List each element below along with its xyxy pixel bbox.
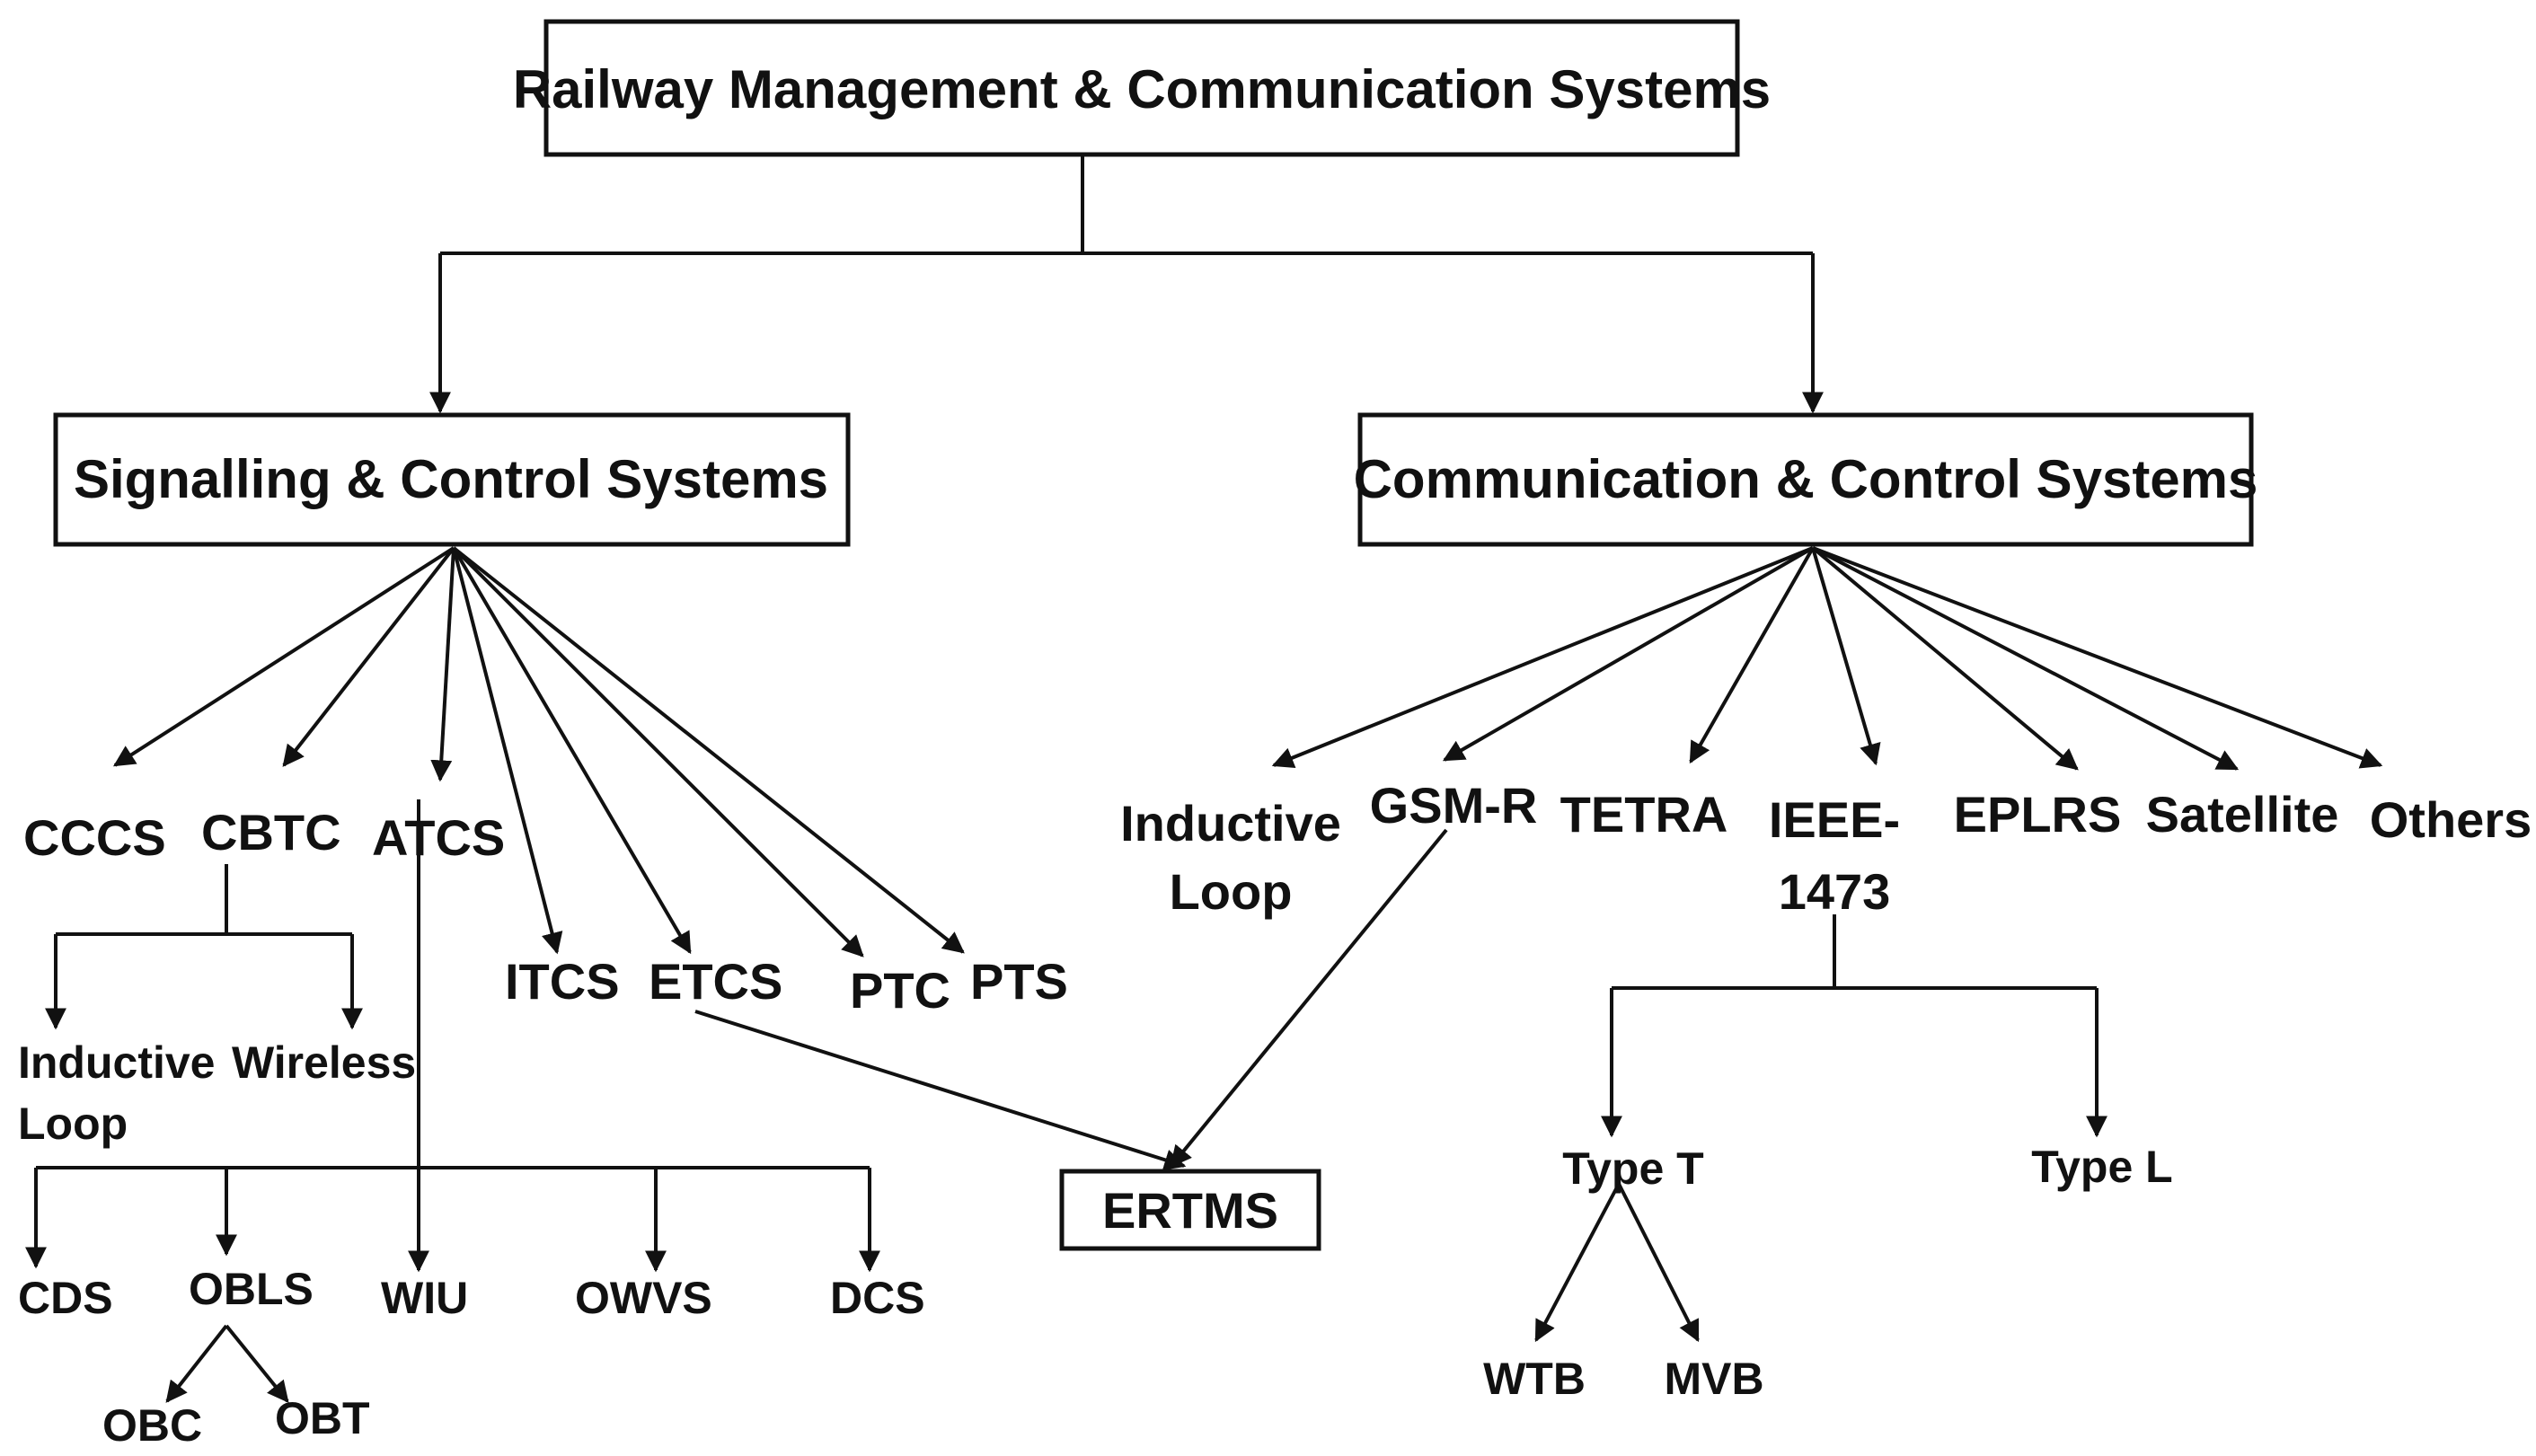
arrow-to-obc [165, 1324, 228, 1403]
arrow-to-tetra [1689, 547, 1815, 764]
label-others: Others [2370, 791, 2532, 848]
arrow-to-mvb [1617, 1183, 1700, 1343]
label-mvb: MVB [1664, 1354, 1763, 1404]
arrow-to-eplrs [1811, 546, 2079, 771]
label-cccs: CCCS [23, 809, 166, 866]
label-type-t: Type T [1562, 1143, 1703, 1194]
signalling-box [53, 412, 851, 547]
label-ertms: ERTMS [1102, 1182, 1278, 1239]
label-type-l: Type L [2031, 1142, 2172, 1192]
label-dcs: DCS [830, 1273, 925, 1323]
label-atcs: ATCS [372, 809, 505, 866]
arrow-to-obt [225, 1324, 289, 1403]
root-connector [440, 154, 1813, 255]
label-itcs: ITCS [505, 953, 620, 1010]
label-cbtc: CBTC [201, 804, 341, 860]
arrow-to-cccs [112, 546, 455, 767]
arrow-etcs-to-ertms [694, 1010, 1187, 1170]
label-pts: PTS [970, 953, 1068, 1010]
label-cbtc-wireless: Wireless [232, 1037, 416, 1088]
arrow-to-ieee [1811, 547, 1881, 766]
label-etcs: ETCS [649, 953, 782, 1010]
arrow-to-ptc [452, 546, 864, 957]
signalling-label: Signalling & Control Systems [74, 449, 828, 509]
communication-label: Communication & Control Systems [1354, 449, 2258, 509]
ertms-box [1059, 1169, 1321, 1251]
label-wiu: WIU [381, 1273, 468, 1323]
cbtc-connector [56, 864, 352, 936]
arrow-to-cbtc [282, 546, 455, 767]
arrow-to-others [1812, 546, 2383, 769]
label-wtb: WTB [1483, 1354, 1586, 1404]
arrow-to-atcs [430, 547, 455, 782]
label-ptc: PTC [850, 962, 950, 1019]
label-ieee-line1: IEEE- [1769, 791, 1900, 848]
label-gsmr: GSM-R [1370, 777, 1538, 834]
arrow-to-comm-inductive [1271, 546, 1814, 769]
arrow-to-gsmr [1442, 546, 1814, 762]
label-cbtc-inductive-line2: Loop [18, 1099, 128, 1149]
label-ieee-line2: 1473 [1779, 863, 1891, 920]
label-comm-inductive-line2: Loop [1170, 863, 1293, 920]
arrow-gsmr-to-ertms [1170, 828, 1448, 1168]
label-cds: CDS [18, 1273, 113, 1323]
communication-box [1357, 412, 2254, 547]
arrow-to-itcs [452, 547, 563, 955]
label-tetra: TETRA [1560, 786, 1728, 843]
label-obt: OBT [275, 1393, 370, 1443]
arrow-to-etcs [452, 546, 692, 955]
label-cbtc-inductive-line1: Inductive [18, 1037, 215, 1088]
label-comm-inductive-line1: Inductive [1120, 795, 1341, 852]
arrow-to-satellite [1812, 546, 2240, 771]
label-owvs: OWVS [575, 1273, 712, 1323]
ieee-connector [1612, 914, 2097, 990]
root-box [543, 19, 1740, 157]
label-obc: OBC [102, 1400, 202, 1451]
arrow-to-pts [452, 546, 965, 954]
label-obls: OBLS [189, 1264, 314, 1314]
label-eplrs: EPLRS [1954, 786, 2122, 843]
label-satellite: Satellite [2146, 786, 2339, 843]
arrow-to-wtb [1534, 1183, 1621, 1343]
root-title: Railway Management & Communication Syste… [513, 59, 1771, 119]
